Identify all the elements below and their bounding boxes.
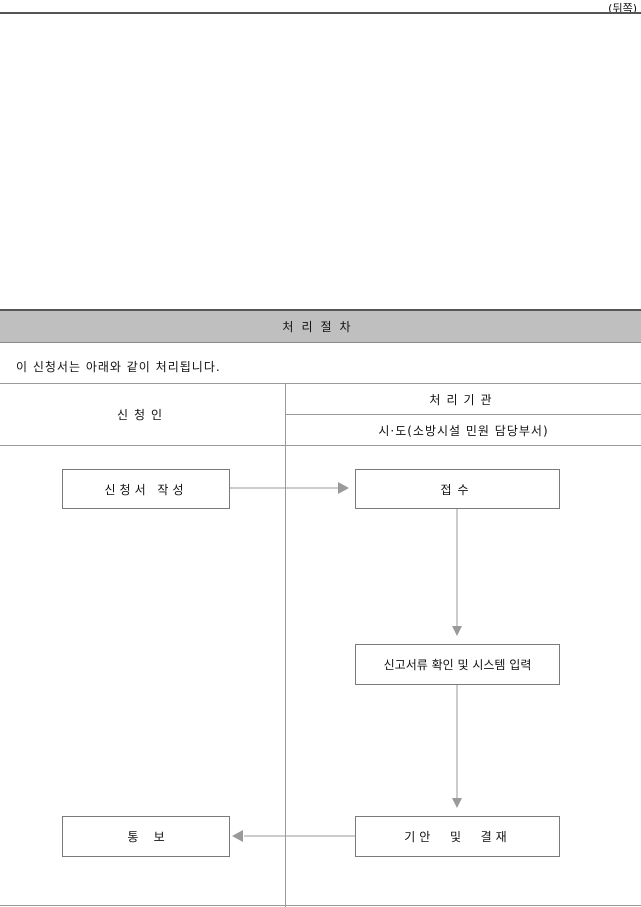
arrow-head-review [452,626,462,636]
arrow-head-receipt [338,482,349,494]
step-notice: 통 보 [62,816,230,857]
table-top-rule [0,383,641,384]
step-write-application: 신청서 작성 [62,469,230,509]
step-review: 신고서류 확인 및 시스템 입력 [355,644,560,685]
table-bottom-rule [0,905,641,906]
column-divider [285,383,286,907]
page-marker: (뒤쪽) [608,2,637,15]
top-rule [0,12,641,14]
section-title: 처리절차 [0,309,641,343]
intro-text: 이 신청서는 아래와 같이 처리됩니다. [16,360,221,374]
column-header-agency: 처리기관 [429,392,498,407]
arrow-head-approval [452,798,462,808]
step-receipt: 접수 [355,469,560,509]
column-header-applicant: 신청인 [116,408,169,422]
agency-header-divider [286,414,641,415]
column-header-agency-sub: 시·도(소방시설 민원 담당부서) [378,423,549,438]
arrow-head-notice [232,830,243,842]
step-approval: 기안 및 결재 [355,816,560,857]
table-header-bottom-rule [0,445,641,446]
